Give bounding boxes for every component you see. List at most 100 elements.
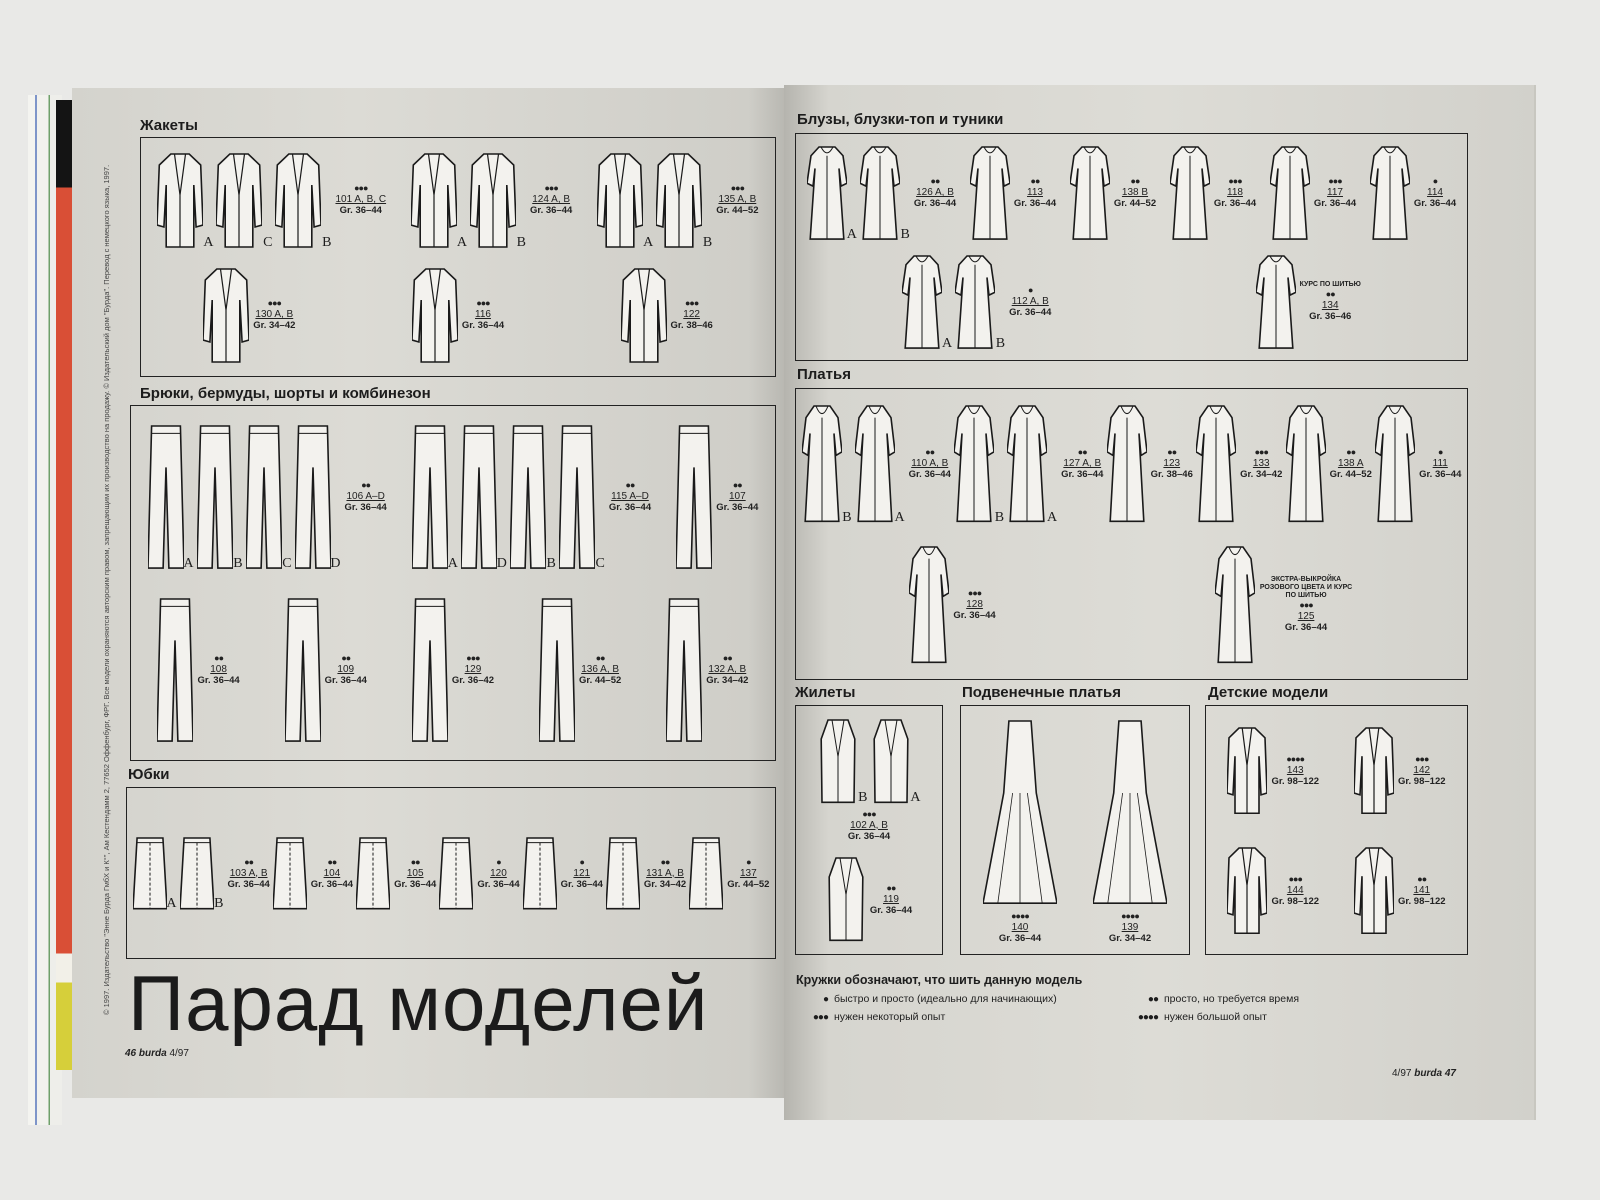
model-number: 113 bbox=[1027, 187, 1043, 198]
variant-letter: D bbox=[330, 555, 341, 571]
model-sizes: Gr. 36–44 bbox=[1413, 198, 1457, 209]
section-title-wedding: Подвенечные платья bbox=[962, 684, 1122, 701]
jacket-illustration: B bbox=[656, 150, 712, 250]
difficulty-dots: ●● bbox=[886, 882, 897, 893]
pants-illustration: D bbox=[460, 423, 507, 571]
difficulty-dots: ●● bbox=[410, 856, 421, 867]
variant-letter: B bbox=[214, 896, 224, 911]
model-number: 123 bbox=[1163, 458, 1181, 469]
model-number: 138 B bbox=[1121, 187, 1149, 198]
model-number: 134 bbox=[1321, 300, 1339, 311]
variant-letter: B bbox=[994, 509, 1005, 525]
model-number: 101 A, B, C bbox=[335, 194, 387, 205]
dress-illustration: B bbox=[801, 403, 852, 525]
model-number: 108 bbox=[210, 664, 227, 675]
folio-page: 47 bbox=[1444, 1068, 1456, 1079]
model-sizes: Gr. 36–44 bbox=[1013, 198, 1057, 209]
legend-entry: ●●просто, но требуется время bbox=[1126, 993, 1416, 1005]
jacket-illustration bbox=[203, 265, 250, 365]
vest-illustration: A bbox=[871, 717, 921, 805]
model-number: 120 bbox=[490, 867, 507, 879]
model-illustrations bbox=[826, 855, 866, 943]
model-sizes: Gr. 36–44 bbox=[953, 610, 996, 621]
variant-letter: C bbox=[595, 555, 605, 571]
model-sizes: Gr. 36–46 bbox=[1309, 311, 1352, 322]
legend-text: нужен некоторый опыт bbox=[834, 1011, 946, 1023]
difficulty-dots: ●● bbox=[625, 480, 636, 490]
model-illustrations bbox=[605, 835, 640, 911]
difficulty-dots: ●● bbox=[361, 480, 371, 490]
model-sizes: Gr. 36–44 bbox=[560, 878, 603, 890]
dress-illustration: B bbox=[954, 403, 1004, 525]
skirt-illustration bbox=[356, 835, 391, 911]
difficulty-dots: ●● bbox=[1346, 447, 1356, 457]
difficulty-dots: ●●● bbox=[476, 298, 490, 308]
legend-entry: ●●●●нужен большой опыт bbox=[1126, 1011, 1416, 1023]
model-illustrations bbox=[1369, 144, 1410, 242]
model-note: КУРС ПО ШИТЬЮ bbox=[1299, 281, 1361, 288]
gown-illustration bbox=[1093, 717, 1167, 907]
model-sizes: Gr. 98–122 bbox=[1397, 775, 1446, 787]
difficulty-dots: ●●● bbox=[862, 808, 876, 819]
difficulty-legend: Кружки обозначают, что шить данную модел… bbox=[796, 973, 1416, 1023]
model-number: 111 bbox=[1432, 458, 1448, 469]
dress-illustration: A bbox=[1007, 403, 1057, 525]
difficulty-dots: ● bbox=[1438, 447, 1443, 457]
pants-illustration bbox=[411, 596, 448, 744]
vest-illustration bbox=[826, 855, 866, 943]
kid-illustration bbox=[1227, 724, 1268, 816]
model-illustrations bbox=[284, 596, 321, 744]
model-number: 102 A, B bbox=[850, 819, 888, 831]
model-number: 138 A bbox=[1337, 458, 1364, 469]
right-page bbox=[784, 85, 1536, 1120]
difficulty-dots: ●●● bbox=[1254, 447, 1269, 457]
color-edge-bar bbox=[56, 100, 76, 1070]
model-sizes: Gr. 36–44 bbox=[197, 675, 240, 686]
difficulty-dots: ●● bbox=[1147, 993, 1159, 1005]
model-sizes: Gr. 36–44 bbox=[998, 932, 1042, 944]
difficulty-dots: ●●●● bbox=[1121, 910, 1140, 921]
difficulty-dots: ● bbox=[746, 856, 751, 867]
model-sizes: Gr. 36–44 bbox=[608, 502, 652, 513]
model-illustrations bbox=[620, 265, 667, 365]
model-number: 142 bbox=[1413, 764, 1431, 776]
top-illustration: A bbox=[902, 253, 952, 351]
model-sizes: Gr. 36–44 bbox=[339, 205, 382, 216]
model-sizes: Gr. 36–44 bbox=[344, 502, 387, 513]
model-sizes: Gr. 34–42 bbox=[253, 320, 296, 331]
pants-illustration bbox=[157, 596, 194, 744]
difficulty-dots: ●●● bbox=[267, 298, 282, 308]
skirt-illustration bbox=[522, 835, 557, 911]
model-number: 133 bbox=[1252, 458, 1270, 469]
variant-letter: D bbox=[496, 555, 507, 571]
model-number: 139 bbox=[1121, 921, 1139, 933]
page-title: Парад моделей bbox=[128, 959, 709, 1047]
